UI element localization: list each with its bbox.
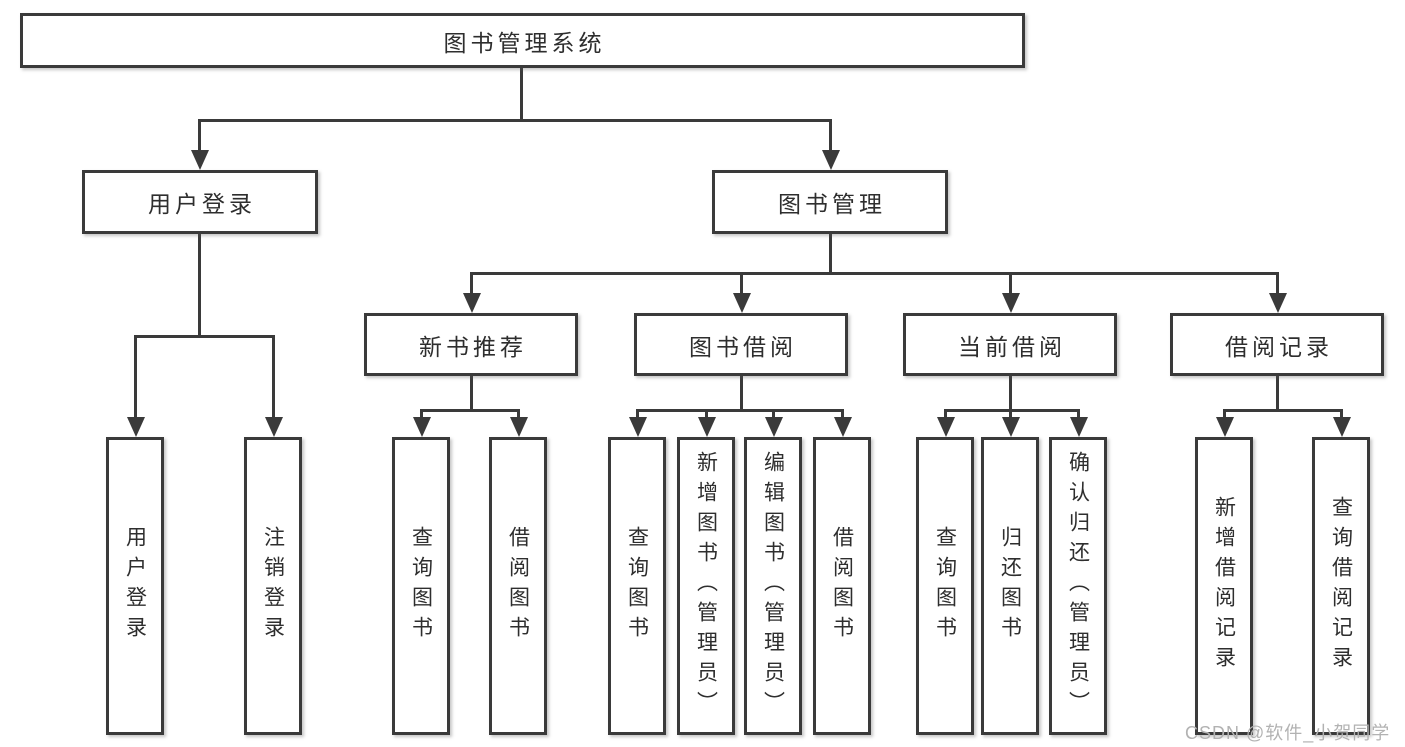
edge-book-management-trunk bbox=[829, 234, 832, 275]
edge-book-borrow-crossbar bbox=[636, 409, 844, 412]
leaf-label: 用户登录 bbox=[123, 526, 147, 646]
edge-book-management-crossbar bbox=[470, 272, 1279, 275]
leaf-label: 确认归还（管理员） bbox=[1066, 451, 1090, 721]
arrow-to-book-management bbox=[829, 119, 832, 150]
node-user-login: 用户登录 bbox=[82, 170, 318, 234]
leaf-add-borrow-record: 新增借阅记录 bbox=[1195, 437, 1253, 735]
arrow-to-leaf-return-books bbox=[1009, 409, 1012, 417]
arrow-to-borrow-records bbox=[1276, 272, 1279, 293]
leaf-label: 借阅图书 bbox=[830, 526, 854, 646]
edge-root-trunk bbox=[520, 68, 523, 122]
leaf-label: 查询借阅记录 bbox=[1329, 496, 1353, 676]
arrow-to-leaf-query-books-2 bbox=[636, 409, 639, 417]
csdn-watermark: CSDN @软件_小贺同学 bbox=[1185, 723, 1391, 743]
arrow-to-current-borrow bbox=[1009, 272, 1012, 293]
node-library-management-system: 图书管理系统 bbox=[20, 13, 1025, 68]
edge-new-book-recommend-crossbar bbox=[420, 409, 520, 412]
node-label: 当前借阅 bbox=[958, 333, 1066, 360]
node-label: 用户登录 bbox=[148, 191, 256, 217]
node-label: 新书推荐 bbox=[419, 333, 527, 360]
leaf-query-books-2: 查询图书 bbox=[608, 437, 666, 735]
arrow-to-user-login bbox=[198, 119, 201, 150]
leaf-label: 查询图书 bbox=[409, 526, 433, 646]
arrow-to-new-book-recommend bbox=[470, 272, 473, 293]
leaf-user-login: 用户登录 bbox=[106, 437, 164, 735]
arrow-to-leaf-query-borrow-record bbox=[1340, 409, 1343, 417]
node-book-borrow: 图书借阅 bbox=[634, 313, 848, 376]
arrow-to-leaf-logout bbox=[272, 335, 275, 417]
node-new-book-recommend: 新书推荐 bbox=[364, 313, 578, 376]
leaf-label: 查询图书 bbox=[933, 526, 957, 646]
leaf-borrow-books-1: 借阅图书 bbox=[489, 437, 547, 735]
leaf-query-books-1: 查询图书 bbox=[392, 437, 450, 735]
leaf-label: 借阅图书 bbox=[506, 526, 530, 646]
edge-current-borrow-trunk bbox=[1009, 376, 1012, 412]
node-current-borrow: 当前借阅 bbox=[903, 313, 1117, 376]
leaf-borrow-books-2: 借阅图书 bbox=[813, 437, 871, 735]
edge-user-login-crossbar bbox=[134, 335, 275, 338]
node-label: 图书管理 bbox=[778, 191, 886, 217]
leaf-query-borrow-record: 查询借阅记录 bbox=[1312, 437, 1370, 735]
node-label: 图书管理系统 bbox=[443, 29, 606, 56]
arrow-to-leaf-confirm-return bbox=[1077, 409, 1080, 417]
node-label: 图书借阅 bbox=[689, 333, 797, 360]
leaf-edit-books-admin: 编辑图书（管理员） bbox=[744, 437, 802, 735]
leaf-query-books-3: 查询图书 bbox=[916, 437, 974, 735]
edge-root-crossbar bbox=[199, 119, 831, 122]
node-borrow-records: 借阅记录 bbox=[1170, 313, 1384, 376]
edge-borrow-records-trunk bbox=[1276, 376, 1279, 412]
leaf-label: 新增图书（管理员） bbox=[694, 451, 718, 721]
edge-borrow-records-crossbar bbox=[1223, 409, 1343, 412]
arrow-to-leaf-query-books-1 bbox=[420, 409, 423, 417]
leaf-label: 编辑图书（管理员） bbox=[761, 451, 785, 721]
edge-user-login-trunk bbox=[198, 234, 201, 338]
arrow-to-leaf-edit-books bbox=[772, 409, 775, 417]
leaf-label: 归还图书 bbox=[998, 526, 1022, 646]
edge-book-borrow-trunk bbox=[740, 376, 743, 412]
leaf-label: 注销登录 bbox=[261, 526, 285, 646]
leaf-label: 新增借阅记录 bbox=[1212, 496, 1236, 676]
leaf-label: 查询图书 bbox=[625, 526, 649, 646]
arrow-to-book-borrow bbox=[740, 272, 743, 293]
arrow-to-leaf-add-books bbox=[705, 409, 708, 417]
arrow-to-leaf-borrow-books-1 bbox=[517, 409, 520, 417]
leaf-confirm-return-admin: 确认归还（管理员） bbox=[1049, 437, 1107, 735]
arrow-to-leaf-add-borrow-record bbox=[1223, 409, 1226, 417]
edge-current-borrow-crossbar bbox=[944, 409, 1080, 412]
edge-new-book-recommend-trunk bbox=[470, 376, 473, 412]
node-label: 借阅记录 bbox=[1225, 333, 1333, 360]
arrow-to-leaf-user-login bbox=[134, 335, 137, 417]
leaf-logout: 注销登录 bbox=[244, 437, 302, 735]
leaf-add-books-admin: 新增图书（管理员） bbox=[677, 437, 735, 735]
leaf-return-books: 归还图书 bbox=[981, 437, 1039, 735]
arrow-to-leaf-borrow-books-2 bbox=[841, 409, 844, 417]
node-book-management: 图书管理 bbox=[712, 170, 948, 234]
arrow-to-leaf-query-books-3 bbox=[944, 409, 947, 417]
